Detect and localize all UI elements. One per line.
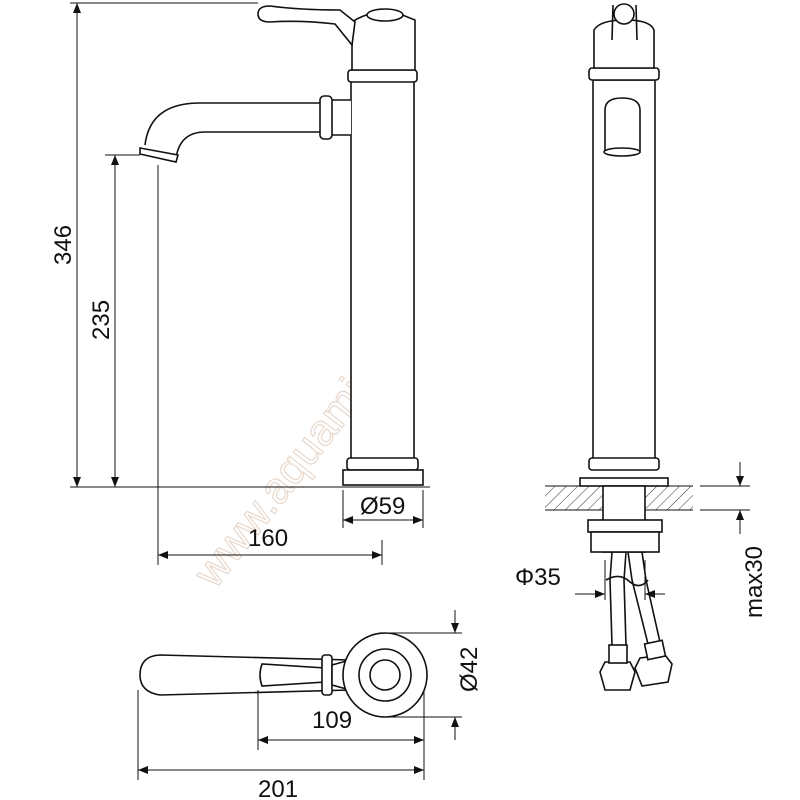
dim-42: Ø42 <box>456 647 483 692</box>
dim-235: 235 <box>88 300 115 340</box>
dim-max30: max30 <box>741 546 768 618</box>
top-view <box>139 632 428 718</box>
dim-35: Φ35 <box>515 564 561 591</box>
dim-160: 160 <box>248 525 288 552</box>
dim-201: 201 <box>258 776 298 800</box>
dim-109: 109 <box>312 707 352 734</box>
dim-346: 346 <box>50 225 77 265</box>
dim-59: Ø59 <box>360 493 405 520</box>
side-view <box>70 5 430 488</box>
front-view <box>545 3 693 691</box>
